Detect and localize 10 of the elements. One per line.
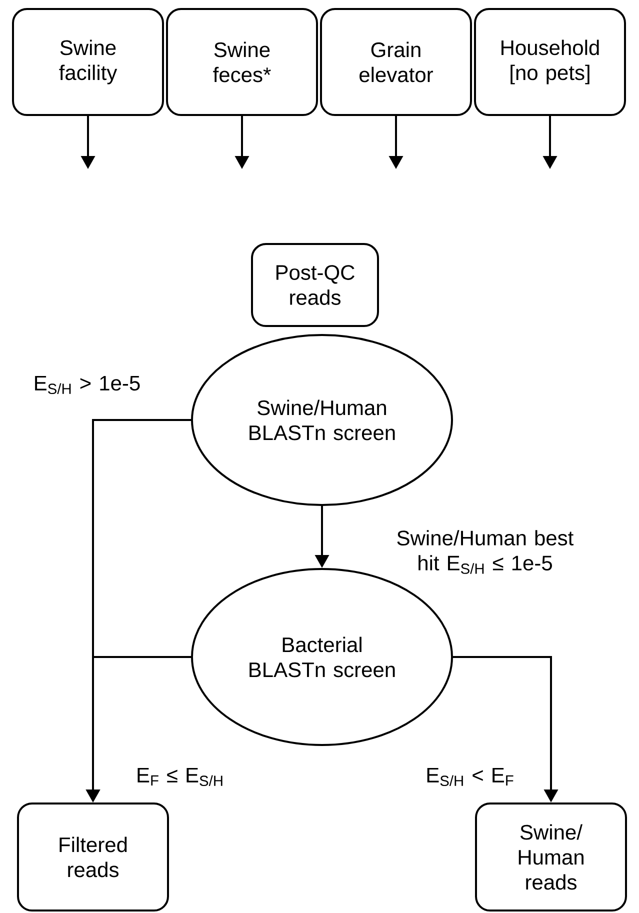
process-box: Filtered reads (17, 802, 169, 912)
process-box: Swine/ Human reads (475, 802, 627, 912)
edge-label: E$_{F}$ ≤ E$_{S/H}$ (138, 768, 222, 786)
process-box: Household [no pets] (474, 8, 626, 116)
edge-label: E$_{S/H}$ < E$_{F}$ (427, 768, 514, 786)
process-box: Grain elevator (320, 8, 472, 116)
process-box: Post-QC reads (251, 243, 379, 327)
process-box: Swine facility (12, 8, 164, 116)
edge-label: E$_{S/H}$ > 1e-5 (35, 376, 140, 394)
process-box: Swine feces* (166, 8, 318, 116)
